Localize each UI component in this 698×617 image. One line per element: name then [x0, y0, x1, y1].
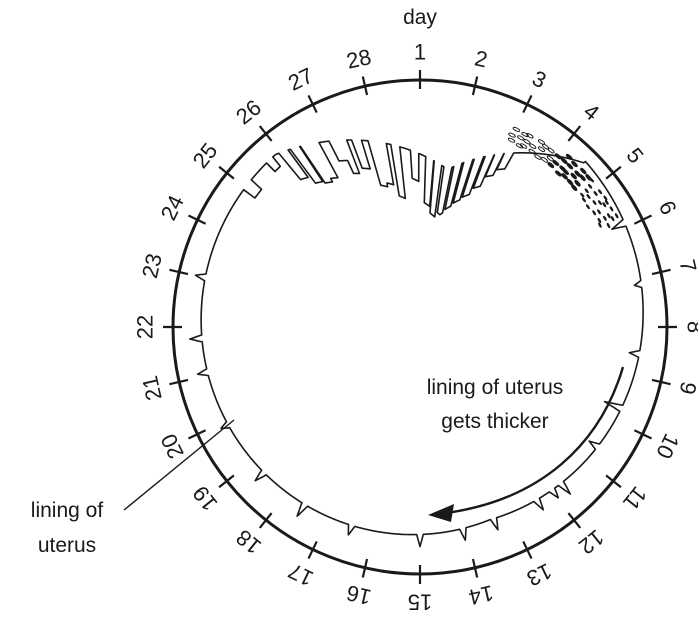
- day-label: 25: [188, 138, 223, 173]
- day-tick-marks: [163, 70, 677, 584]
- blood-dot: [580, 167, 587, 174]
- day-label: 3: [528, 65, 550, 93]
- day-label: 23: [137, 251, 167, 280]
- blood-dot: [555, 170, 562, 177]
- day-label: 9: [675, 379, 698, 397]
- blood-dot: [607, 223, 611, 228]
- day-label: 24: [156, 191, 189, 224]
- day-label: 26: [231, 95, 266, 130]
- blood-dot: [526, 133, 534, 139]
- day-labels: 1234567891011121314151617181920212223242…: [133, 40, 698, 615]
- blood-dot: [598, 200, 602, 205]
- day-label: 19: [188, 481, 223, 516]
- day-label: 7: [675, 257, 698, 275]
- blood-dot: [602, 202, 606, 207]
- lining-label-line1: lining of: [31, 499, 104, 522]
- blood-dot: [611, 216, 615, 221]
- arrowhead-icon: [428, 504, 454, 522]
- day-label: 21: [137, 373, 167, 402]
- blood-dot: [508, 137, 516, 143]
- blood-dot: [605, 200, 609, 205]
- day-label: 10: [651, 430, 684, 463]
- day-label: 18: [231, 525, 266, 560]
- blood-dot: [582, 197, 586, 202]
- blood-dot: [547, 147, 554, 154]
- blood-dot: [586, 194, 590, 199]
- day-label: 5: [621, 143, 648, 168]
- day-label: 16: [344, 580, 373, 610]
- day-label: 12: [574, 525, 609, 560]
- blood-dot: [592, 210, 596, 215]
- blood-dot: [508, 132, 516, 138]
- day-label: 28: [344, 44, 373, 74]
- blood-dot: [603, 196, 607, 201]
- blood-dot: [574, 180, 581, 187]
- arrow-label-line2: gets thicker: [441, 410, 548, 433]
- day-label: 27: [284, 63, 317, 96]
- blood-dot: [586, 204, 590, 209]
- blood-dot: [597, 209, 601, 214]
- blood-dot: [580, 193, 584, 198]
- day-label: 20: [156, 430, 189, 463]
- blood-dot: [554, 153, 561, 160]
- blood-dot: [529, 143, 537, 149]
- day-label: 2: [472, 45, 490, 72]
- day-label: 15: [408, 590, 432, 615]
- day-label: 11: [618, 482, 652, 515]
- day-label: 6: [654, 197, 682, 219]
- blood-dot: [615, 213, 619, 218]
- diagram-title: day: [403, 6, 437, 29]
- blood-dot: [571, 184, 578, 191]
- uterus-lining-outline: [190, 140, 643, 547]
- day-label: 4: [579, 98, 604, 125]
- lining-label-line2: uterus: [38, 534, 96, 557]
- blood-dot: [588, 184, 592, 189]
- day-label: 13: [523, 558, 556, 591]
- blood-dot: [607, 213, 611, 218]
- day-label: 22: [133, 315, 158, 339]
- blood-dot: [592, 200, 596, 205]
- blood-dot: [598, 189, 602, 194]
- blood-dot: [598, 223, 602, 228]
- blood-dot: [598, 218, 602, 223]
- arrow-label-line1: lining of uterus: [427, 376, 564, 399]
- day-label: 8: [683, 321, 698, 333]
- day-label: 17: [284, 558, 317, 591]
- blood-dot: [579, 174, 586, 181]
- blood-dot: [603, 216, 607, 221]
- blood-dot: [534, 154, 542, 160]
- blood-dot: [585, 188, 589, 193]
- blood-dot: [590, 178, 594, 183]
- day-label: 1: [414, 40, 426, 65]
- blood-dot: [513, 127, 521, 133]
- blood-dot: [594, 191, 598, 196]
- day-label: 14: [466, 580, 495, 610]
- menstruation-blood-dots: [508, 127, 619, 228]
- blood-dot: [610, 206, 614, 211]
